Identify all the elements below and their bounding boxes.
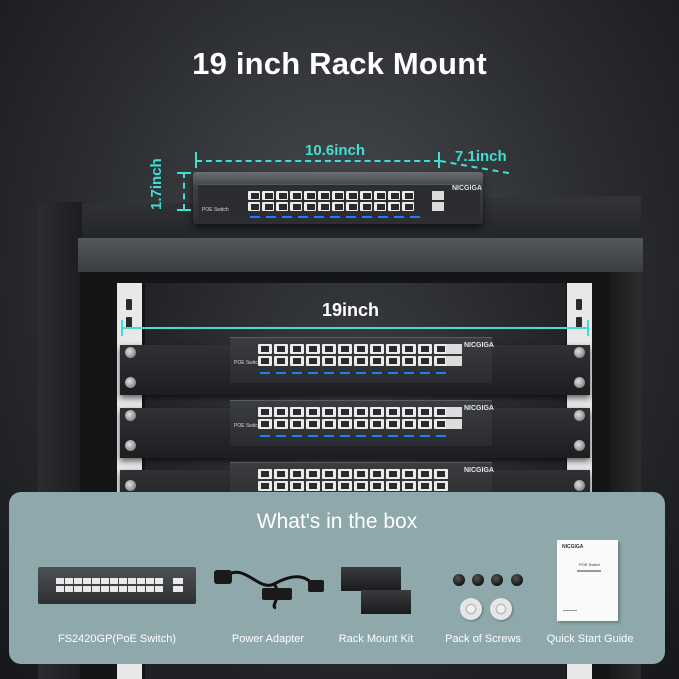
adapter-cable-1 [225, 570, 316, 587]
guide-heading: POE Switch [579, 562, 601, 567]
length-dimension-line [196, 160, 440, 162]
height-dimension-line [183, 172, 185, 210]
page-title: 19 inch Rack Mount [192, 46, 487, 81]
box-item-label: Power Adapter [231, 633, 305, 645]
washer-icon [460, 598, 482, 620]
rack-unit-1: POE Switch NICGIGA [120, 337, 590, 395]
rack-switch-3-brand: NICGIGA [464, 467, 494, 474]
rack-switch-1-poe-label: POE Switch [234, 360, 261, 366]
top-switch-ports [248, 191, 414, 211]
rack-switch-1-brand: NICGIGA [464, 342, 494, 349]
rack-switch-2: POE Switch NICGIGA [230, 400, 494, 446]
screw-icon [472, 574, 484, 586]
depth-label: 7.1inch [455, 148, 507, 165]
washer-icon [490, 598, 512, 620]
top-switch-poe-label: POE Switch [202, 207, 229, 213]
top-switch-brand: NICGIGA [452, 185, 482, 192]
plug-icon [214, 570, 232, 584]
box-item-label: FS2420GP(PoE Switch) [58, 633, 176, 645]
screw-icon [491, 574, 503, 586]
rack-width-label: 19inch [322, 300, 380, 320]
screw-icon [453, 574, 465, 586]
connector-icon [308, 580, 324, 592]
length-label: 10.6inch [305, 142, 366, 159]
adapter-cable-2 [272, 583, 280, 610]
quick-start-guide-image: NICGIGA POE Switch [557, 540, 618, 621]
rack-width-line [122, 327, 588, 329]
power-adapter-image [214, 570, 324, 610]
height-label: 1.7inch [148, 158, 165, 210]
box-item-switch-image [38, 567, 196, 604]
adapter-brick-icon [262, 588, 292, 600]
rack-switch-2-poe-label: POE Switch [234, 423, 261, 429]
rack-unit-2: POE Switch NICGIGA [120, 400, 590, 458]
rack-bracket-top-image [341, 567, 401, 591]
cabinet-lip [78, 238, 643, 272]
top-switch-front: POE Switch [198, 184, 480, 222]
box-item-label: Rack Mount Kit [338, 633, 414, 645]
box-item-label: Quick Start Guide [546, 633, 634, 645]
rack-switch-2-brand: NICGIGA [464, 405, 494, 412]
guide-brand: NICGIGA [562, 544, 584, 550]
rack-bracket-bottom-image [361, 590, 411, 614]
rack-switch-1: POE Switch NICGIGA [230, 337, 494, 383]
screw-icon [511, 574, 523, 586]
box-contents-title: What's in the box [256, 510, 418, 533]
box-item-label: Pack of Screws [445, 633, 521, 645]
